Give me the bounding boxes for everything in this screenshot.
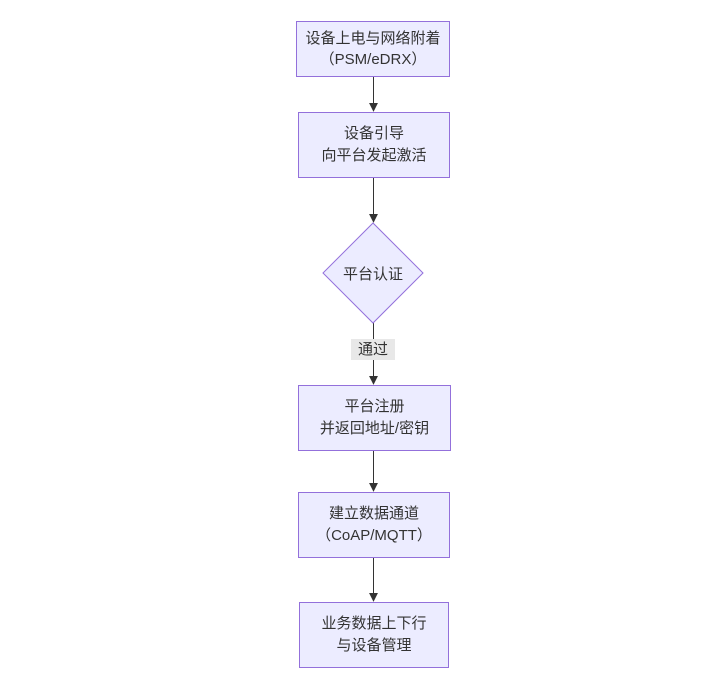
edge-label-pass: 通过	[351, 339, 395, 360]
node-text-line: 设备上电与网络附着	[305, 30, 441, 47]
node-business-data: 业务数据上下行 与设备管理	[299, 602, 449, 668]
node-text-line: （CoAP/MQTT）	[316, 527, 432, 544]
node-text-line: 平台注册	[344, 398, 405, 415]
node-platform-auth-label: 平台认证	[342, 265, 403, 283]
node-text-line: 建立数据通道	[328, 505, 419, 522]
node-text-line: 设备引导	[343, 125, 404, 142]
node-text-line: 业务数据上下行	[321, 615, 427, 632]
node-text-line: （PSM/eDRX）	[319, 51, 427, 68]
node-text-line: 向平台发起激活	[321, 147, 427, 164]
decision-diamond-shape	[322, 222, 424, 324]
node-power-network-attach: 设备上电与网络附着 （PSM/eDRX）	[296, 21, 450, 77]
node-text-line: 与设备管理	[336, 637, 412, 654]
node-data-channel: 建立数据通道 （CoAP/MQTT）	[298, 492, 450, 558]
node-text-line: 并返回地址/密钥	[319, 420, 430, 437]
node-platform-register: 平台注册 并返回地址/密钥	[298, 385, 451, 451]
node-device-bootstrap: 设备引导 向平台发起激活	[298, 112, 450, 178]
